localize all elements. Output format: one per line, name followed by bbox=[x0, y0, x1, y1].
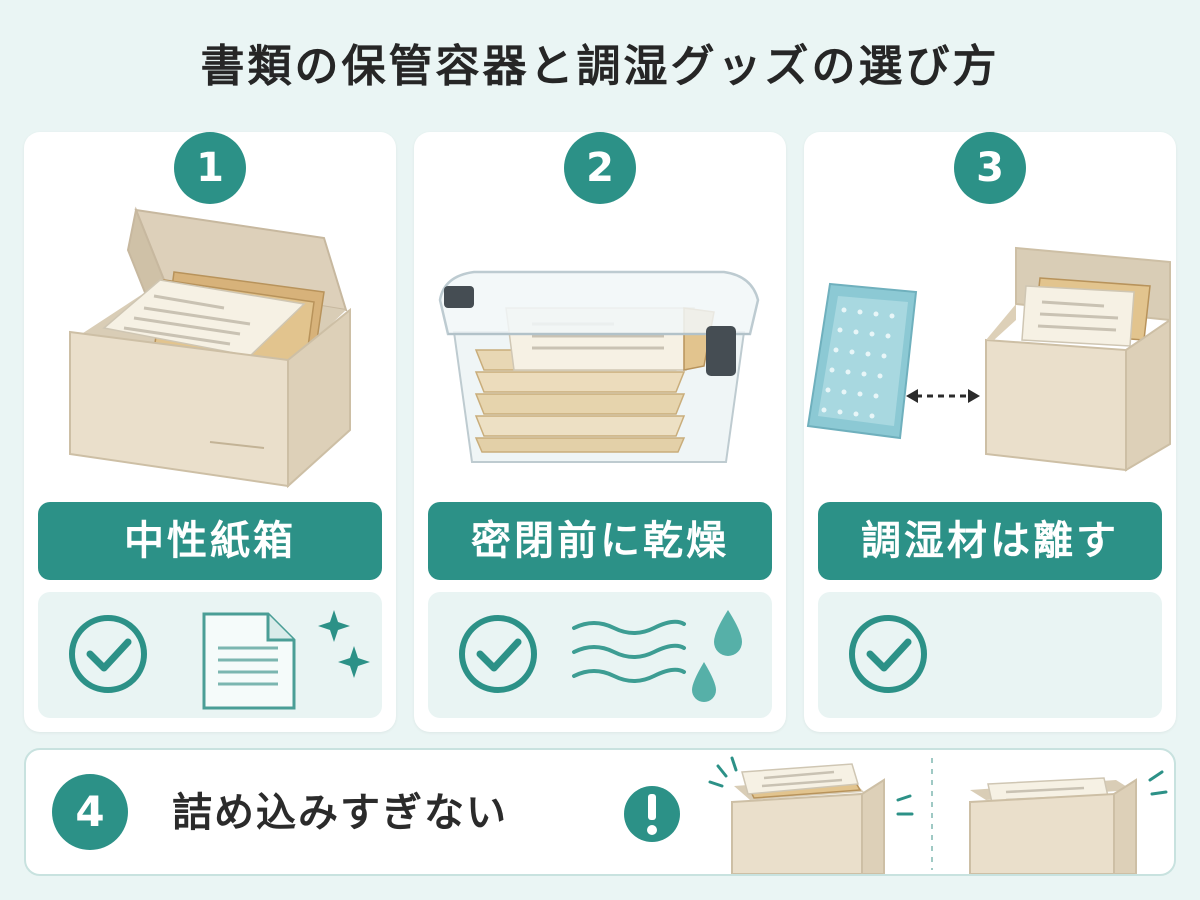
label-dont-overpack: 詰め込みすぎない bbox=[172, 790, 508, 836]
check-icon bbox=[69, 615, 147, 693]
overpacked-box bbox=[708, 756, 914, 874]
tip-dont-overpack: 4 詰め込みすぎない bbox=[24, 748, 1176, 876]
warning-icon bbox=[624, 786, 680, 842]
acid-free-box-illustration bbox=[69, 206, 351, 489]
proper-box bbox=[969, 770, 1168, 874]
water-drop-icon bbox=[692, 610, 742, 702]
label-dry-before-sealing: 密閉前に乾燥 bbox=[428, 502, 772, 580]
card-separate-humidity-control: 3 調湿材は離す bbox=[804, 132, 1176, 732]
clear-container-illustration bbox=[438, 270, 760, 463]
overpacked-vs-proper-illustration bbox=[624, 756, 1168, 874]
step-number-2: 2 bbox=[564, 132, 636, 204]
double-arrow-icon bbox=[906, 389, 980, 403]
step-number-1: 1 bbox=[174, 132, 246, 204]
sparkle-icon bbox=[318, 610, 370, 678]
card-acid-free-box: 1 中性紙箱 bbox=[24, 132, 396, 732]
label-separate-humidity-control: 調湿材は離す bbox=[818, 502, 1162, 580]
check-icon bbox=[849, 615, 927, 693]
step-number-3: 3 bbox=[954, 132, 1026, 204]
card1-icons bbox=[38, 592, 382, 718]
page-title: 書類の保管容器と調湿グッズの選び方 bbox=[200, 41, 1000, 92]
document-icon bbox=[202, 612, 296, 710]
label-acid-free-box: 中性紙箱 bbox=[38, 502, 382, 580]
airflow-icon bbox=[572, 619, 686, 683]
step-number-4: 4 bbox=[52, 774, 128, 850]
card2-icons bbox=[428, 592, 772, 718]
card-dry-before-sealing: 2 密閉前に乾燥 bbox=[414, 132, 786, 732]
desiccant-and-box-illustration bbox=[806, 246, 1171, 472]
desiccant-pack bbox=[806, 282, 918, 440]
check-icon bbox=[459, 615, 537, 693]
card3-icons bbox=[818, 592, 1162, 718]
